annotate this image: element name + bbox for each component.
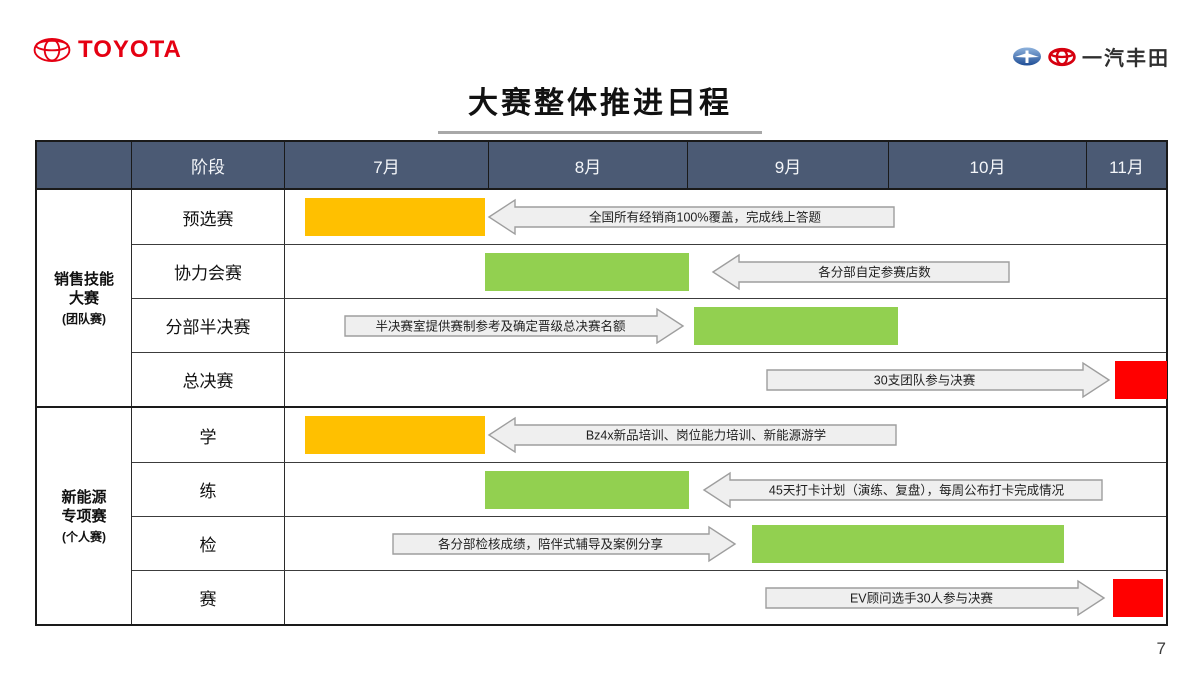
- table-row: 分部半决赛 半决赛室提供赛制参考及确定晋级总决赛名额: [132, 298, 1166, 352]
- timeline-cell: 各分部检核成绩，陪伴式辅导及案例分享: [285, 517, 1166, 570]
- group-subtitle: (团队赛): [62, 311, 106, 326]
- annotation-arrow-right: 半决赛室提供赛制参考及确定晋级总决赛名额: [344, 307, 685, 345]
- group-rows: 预选赛 全国所有经销商100%覆盖，完成线上答题协力会赛 各分部自定参赛店数分部半决…: [132, 190, 1167, 406]
- header-month-sep: 9月: [688, 142, 889, 188]
- annotation-arrow-label: 各分部自定参赛店数: [818, 265, 931, 280]
- gantt-bar-orange: [305, 416, 485, 454]
- header-month-oct: 10月: [889, 142, 1087, 188]
- timeline-cell: 全国所有经销商100%覆盖，完成线上答题: [285, 190, 1166, 244]
- stage-cell: 练: [132, 463, 285, 516]
- annotation-arrow-label: EV顾问选手30人参与决赛: [850, 591, 994, 606]
- annotation-arrow-label: Bz4x新品培训、岗位能力培训、新能源游学: [586, 428, 826, 443]
- group-section: 新能源专项赛 (个人赛) 学 Bz4x新品培训、岗位能力培训、新能源游学练 45天打卡计…: [37, 406, 1166, 624]
- toyota-wordmark: TOYOTA: [78, 36, 182, 63]
- group-label-cell: 销售技能大赛 (团队赛): [37, 190, 132, 406]
- group-subtitle: (个人赛): [62, 529, 106, 544]
- annotation-arrow-right: 各分部检核成绩，陪伴式辅导及案例分享: [392, 525, 737, 563]
- gantt-bar-red: [1113, 579, 1163, 617]
- gantt-bar-green: [752, 525, 1064, 563]
- toyota-emblem-icon: [33, 37, 71, 63]
- table-header-row: 阶段 7月 8月 9月 10月 11月: [37, 142, 1166, 190]
- group-label-cell: 新能源专项赛 (个人赛): [37, 408, 132, 624]
- group-name: 新能源专项赛: [61, 488, 107, 526]
- group-name: 销售技能大赛: [53, 270, 114, 308]
- annotation-arrow-right: 30支团队参与决赛: [766, 361, 1111, 399]
- timeline-cell: Bz4x新品培训、岗位能力培训、新能源游学: [285, 408, 1166, 462]
- gantt-bar-orange: [305, 198, 485, 236]
- annotation-arrow-left: 全国所有经销商100%覆盖，完成线上答题: [487, 198, 895, 236]
- annotation-arrow-left: 各分部自定参赛店数: [711, 253, 1010, 291]
- annotation-arrow-label: 半决赛室提供赛制参考及确定晋级总决赛名额: [375, 319, 626, 334]
- faw-wordmark: 一汽丰田: [1082, 48, 1170, 70]
- table-row: 检 各分部检核成绩，陪伴式辅导及案例分享: [132, 516, 1166, 570]
- page-title: 大赛整体推进日程: [438, 78, 762, 134]
- annotation-arrow-label: 30支团队参与决赛: [874, 373, 976, 388]
- header-month-jul: 7月: [285, 142, 489, 188]
- faw-toyota-logo: 一汽丰田: [1012, 42, 1170, 71]
- faw-emblem-icon: [1013, 47, 1041, 66]
- annotation-arrow-label: 各分部检核成绩，陪伴式辅导及案例分享: [438, 537, 663, 552]
- annotation-arrow-label: 45天打卡计划（演练、复盘），每周公布打卡完成情况: [769, 483, 1065, 498]
- timeline-cell: 各分部自定参赛店数: [285, 245, 1166, 298]
- header-corner-cell: [37, 142, 132, 188]
- gantt-bar-red: [1115, 361, 1167, 399]
- timeline-cell: 45天打卡计划（演练、复盘），每周公布打卡完成情况: [285, 463, 1166, 516]
- gantt-bar-green: [485, 471, 689, 509]
- annotation-arrow-label: 全国所有经销商100%覆盖，完成线上答题: [589, 210, 821, 225]
- stage-cell: 预选赛: [132, 190, 285, 244]
- timeline-cell: 半决赛室提供赛制参考及确定晋级总决赛名额: [285, 299, 1166, 352]
- stage-cell: 学: [132, 408, 285, 462]
- table-row: 学 Bz4x新品培训、岗位能力培训、新能源游学: [132, 408, 1166, 462]
- table-row: 预选赛 全国所有经销商100%覆盖，完成线上答题: [132, 190, 1166, 244]
- annotation-arrow-left: 45天打卡计划（演练、复盘），每周公布打卡完成情况: [702, 471, 1103, 509]
- toyota-emblem-icon: [1048, 47, 1076, 66]
- annotation-arrow-left: Bz4x新品培训、岗位能力培训、新能源游学: [487, 416, 897, 454]
- stage-cell: 分部半决赛: [132, 299, 285, 352]
- stage-cell: 总决赛: [132, 353, 285, 406]
- table-row: 协力会赛 各分部自定参赛店数: [132, 244, 1166, 298]
- header-stage-cell: 阶段: [132, 142, 285, 188]
- timeline-cell: 30支团队参与决赛: [285, 353, 1167, 406]
- table-row: 赛 EV顾问选手30人参与决赛: [132, 570, 1166, 624]
- header-month-aug: 8月: [489, 142, 688, 188]
- annotation-arrow-right: EV顾问选手30人参与决赛: [765, 579, 1106, 617]
- stage-cell: 检: [132, 517, 285, 570]
- stage-cell: 协力会赛: [132, 245, 285, 298]
- group-rows: 学 Bz4x新品培训、岗位能力培训、新能源游学练 45天打卡计划（演练、复盘），每周…: [132, 408, 1166, 624]
- header-month-nov: 11月: [1109, 157, 1144, 177]
- gantt-bar-green: [485, 253, 689, 291]
- page-number: 7: [1156, 639, 1166, 658]
- table-body: 销售技能大赛(团队赛)预选赛全国所有经销商100%覆盖，完成线上答题协力会赛各分…: [37, 190, 1167, 624]
- schedule-table: 阶段 7月 8月 9月 10月 11月 销售技能大赛 (团队赛) 预选赛 全国所有经销…: [35, 140, 1168, 626]
- timeline-cell: EV顾问选手30人参与决赛: [285, 571, 1166, 624]
- table-row: 练 45天打卡计划（演练、复盘），每周公布打卡完成情况: [132, 462, 1166, 516]
- table-row: 总决赛 30支团队参与决赛: [132, 352, 1167, 406]
- group-section: 销售技能大赛 (团队赛) 预选赛 全国所有经销商100%覆盖，完成线上答题协力会赛 各分…: [37, 190, 1167, 406]
- toyota-logo: TOYOTA: [33, 36, 182, 64]
- gantt-bar-green: [694, 307, 898, 345]
- stage-cell: 赛: [132, 571, 285, 624]
